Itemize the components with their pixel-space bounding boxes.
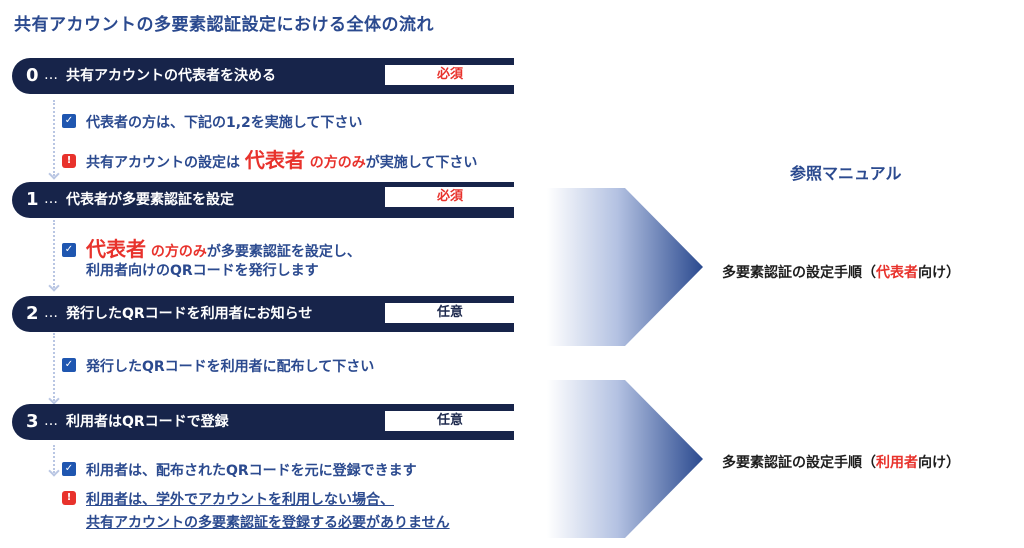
reference-heading: 参照マニュアル [790, 164, 902, 183]
step-dots: … [44, 413, 59, 429]
connector-line [53, 445, 55, 473]
step-label: 代表者が多要素認証を設定 [66, 192, 234, 208]
reference-link-representative[interactable]: 多要素認証の設定手順（代表者向け） [722, 262, 960, 282]
required-badge: 必須 [385, 65, 515, 85]
required-badge: 必須 [385, 187, 515, 207]
step-1-check-note-line2: 利用者向けのQRコードを発行します [86, 260, 319, 280]
step-2-check-note: ✓ 発行したQRコードを利用者に配布して下さい [62, 356, 374, 376]
step-dots: … [44, 67, 59, 83]
step-3-bar: 3 … 利用者はQRコードで登録 任意 [12, 404, 515, 440]
reference-link-user[interactable]: 多要素認証の設定手順（利用者向け） [722, 452, 960, 472]
step-dots: … [44, 305, 59, 321]
step-3-warn-note-line2: 共有アカウントの多要素認証を登録する必要がありません [86, 512, 450, 532]
step-3-check-note: ✓ 利用者は、配布されたQRコードを元に登録できます [62, 460, 417, 480]
highlight-text-small: の方のみ [309, 155, 366, 171]
note-text: 利用者向けのQRコードを発行します [86, 263, 319, 279]
note-text: 利用者は、学外でアカウントを利用しない場合、 [86, 492, 394, 508]
page-title: 共有アカウントの多要素認証設定における全体の流れ [14, 15, 434, 35]
reference-highlight: 代表者 [876, 265, 918, 281]
note-text: が実施して下さい [365, 155, 478, 171]
connector-line [53, 100, 55, 176]
connector-line [53, 220, 55, 288]
step-0-warn-note: ! 共有アカウントの設定は 代表者 の方のみが実施して下さい [62, 144, 477, 173]
optional-badge: 任意 [385, 303, 515, 323]
alert-icon: ! [62, 154, 76, 168]
alert-icon: ! [62, 491, 76, 505]
note-text: 共有アカウントの多要素認証を登録する必要がありません [86, 515, 450, 531]
note-text: 発行したQRコードを利用者に配布して下さい [86, 359, 375, 375]
step-number: 1 [26, 189, 39, 210]
checkbox-icon: ✓ [62, 358, 76, 372]
step-number: 3 [26, 411, 39, 432]
reference-text: 多要素認証の設定手順（ [722, 265, 876, 281]
reference-text: 向け） [918, 455, 960, 471]
step-number: 2 [26, 303, 39, 324]
optional-badge: 任意 [385, 411, 515, 431]
checkbox-icon: ✓ [62, 114, 76, 128]
step-1-bar: 1 … 代表者が多要素認証を設定 必須 [12, 182, 515, 218]
step-label: 発行したQRコードを利用者にお知らせ [66, 306, 313, 322]
step-dots: … [44, 191, 59, 207]
step-number: 0 [26, 65, 39, 86]
step-label: 利用者はQRコードで登録 [66, 414, 229, 430]
step-0-check-note: ✓ 代表者の方は、下記の1,2を実施して下さい [62, 112, 362, 132]
step-3-warn-note: ! 利用者は、学外でアカウントを利用しない場合、 [62, 489, 394, 509]
step-0-bar: 0 … 共有アカウントの代表者を決める 必須 [12, 58, 515, 94]
reference-highlight: 利用者 [876, 455, 918, 471]
arrow-shape-top [547, 188, 703, 346]
highlight-text: 代表者 [86, 237, 146, 261]
note-text: 共有アカウントの設定は [86, 155, 240, 171]
connector-line [53, 333, 55, 401]
note-text: 利用者は、配布されたQRコードを元に登録できます [86, 463, 417, 479]
note-text: が多要素認証を設定し、 [206, 244, 361, 260]
reference-text: 向け） [918, 265, 960, 281]
note-text: 代表者の方は、下記の1,2を実施して下さい [86, 115, 363, 131]
highlight-text: 代表者 [244, 148, 305, 172]
arrow-shape-bottom [547, 380, 703, 538]
highlight-text-small: の方のみ [150, 244, 207, 260]
step-label: 共有アカウントの代表者を決める [66, 68, 276, 84]
checkbox-icon: ✓ [62, 243, 76, 257]
step-2-bar: 2 … 発行したQRコードを利用者にお知らせ 任意 [12, 296, 515, 332]
step-1-check-note: ✓ 代表者 の方のみが多要素認証を設定し、 [62, 233, 361, 262]
reference-text: 多要素認証の設定手順（ [722, 455, 876, 471]
checkbox-icon: ✓ [62, 462, 76, 476]
